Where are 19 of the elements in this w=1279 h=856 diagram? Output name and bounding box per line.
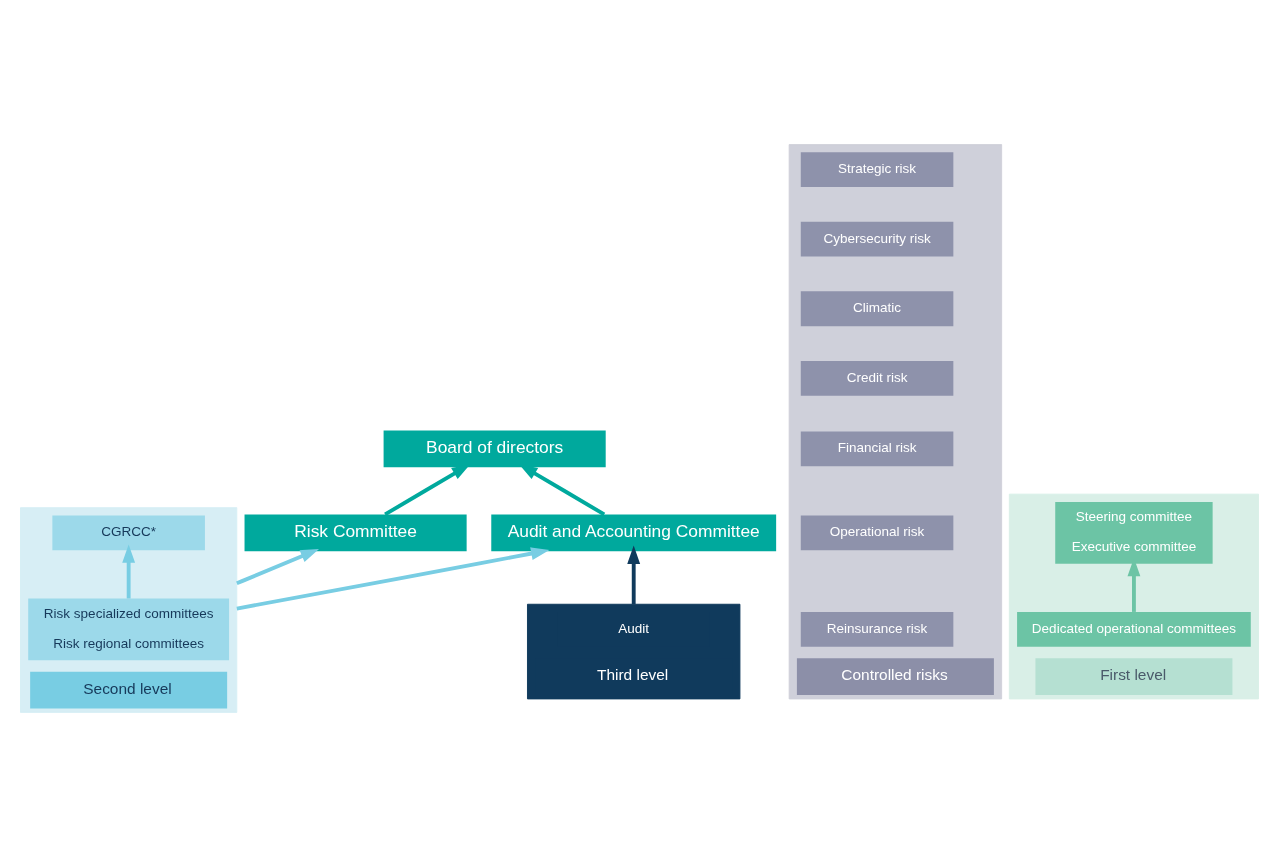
node-text: Audit bbox=[618, 620, 650, 636]
node-box: Climatic bbox=[800, 290, 954, 326]
arrow bbox=[236, 548, 320, 585]
arrow bbox=[236, 546, 550, 610]
node-box: Audit and Accounting Committee bbox=[491, 513, 777, 551]
node-box: Credit risk bbox=[800, 360, 954, 396]
node-box: Cybersecurity risk bbox=[800, 221, 954, 257]
node-box: Board of directors bbox=[383, 429, 606, 467]
arrow bbox=[122, 543, 136, 598]
node-box: Risk specialized committees Risk regional committees bbox=[28, 597, 230, 660]
node-box: Operational risk bbox=[800, 514, 954, 550]
node-box: Dedicated operational committees bbox=[1017, 611, 1251, 647]
arrow bbox=[627, 545, 641, 604]
node-box: Steering committee Executive committee bbox=[1055, 501, 1213, 564]
node-box: Financial risk bbox=[800, 430, 954, 466]
node-box: CGRCC* bbox=[52, 514, 205, 550]
node-box: Reinsurance risk bbox=[800, 611, 954, 647]
node-box: Risk Committee bbox=[244, 513, 467, 551]
node-box: Strategic risk bbox=[800, 151, 954, 187]
